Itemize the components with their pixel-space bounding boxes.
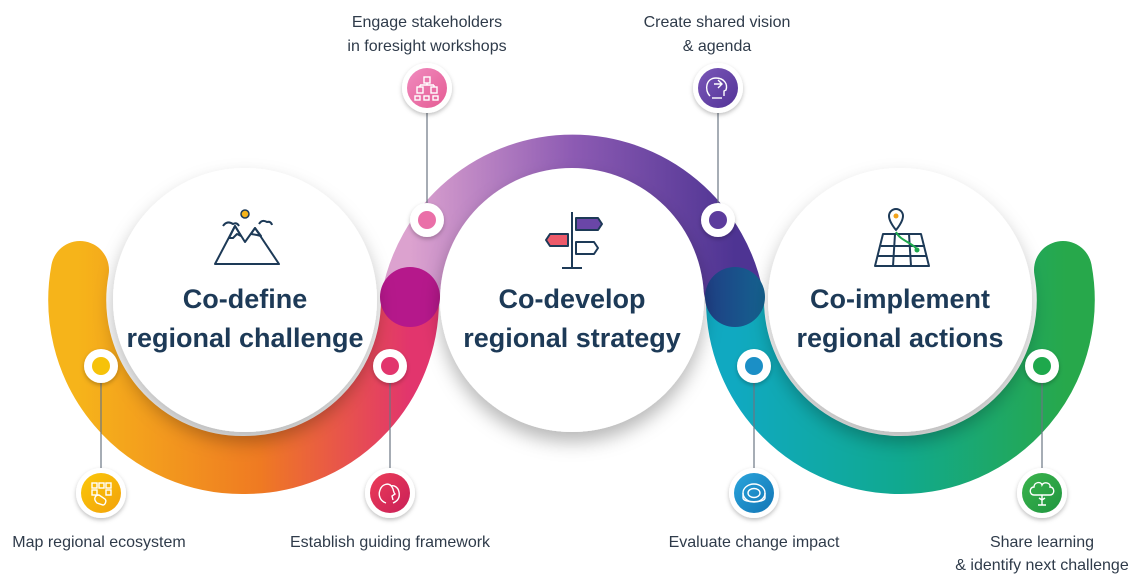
phase-circle-implement (768, 168, 1032, 432)
node-engage (410, 203, 444, 237)
phase-title-define-line1: Co-define (183, 284, 308, 314)
phase-circles (113, 168, 1032, 432)
ribbon-nodes (84, 203, 1059, 383)
ribbon-navy-crossing (705, 267, 765, 327)
hierarchy-icon (402, 63, 452, 113)
step-label-engage-line1: Engage stakeholders (352, 14, 502, 31)
tree-icon (1017, 468, 1067, 518)
step-label-establish: Establish guiding framework (290, 534, 491, 551)
connector-lines (100, 112, 1043, 470)
node-create (701, 203, 735, 237)
phase-title-develop-line1: Co-develop (498, 284, 645, 314)
step-label-share-line2: & identify next challenge (955, 557, 1129, 574)
node-evaluate (737, 349, 771, 383)
step-label-evaluate: Evaluate change impact (669, 534, 840, 551)
node-establish (373, 349, 407, 383)
phase-circle-define (113, 168, 377, 432)
node-map (84, 349, 118, 383)
heads-icon (365, 468, 415, 518)
node-share (1025, 349, 1059, 383)
phase-title-implement-line1: Co-implement (810, 284, 990, 314)
step-label-create-line2: & agenda (683, 38, 752, 55)
step-label-create-line1: Create shared vision (644, 14, 791, 31)
target-icon (729, 468, 779, 518)
step-label-map: Map regional ecosystem (12, 534, 185, 551)
step-label-share-line1: Share learning (990, 534, 1094, 551)
ribbon-top-arc (381, 134, 764, 306)
ribbon-magenta-crossing (380, 267, 440, 327)
lightbulb-head-icon (693, 63, 743, 113)
phase-title-implement-line2: regional actions (796, 323, 1003, 353)
ecosystem-icon (76, 468, 126, 518)
phase-title-define-line2: regional challenge (126, 323, 363, 353)
mountain-icon (214, 209, 280, 265)
map-pin-icon (874, 208, 930, 267)
phase-circle-develop (440, 168, 704, 432)
phase-title-develop-line2: regional strategy (463, 323, 681, 353)
step-label-engage-line2: in foresight workshops (347, 38, 506, 55)
signpost-icon (545, 212, 603, 269)
